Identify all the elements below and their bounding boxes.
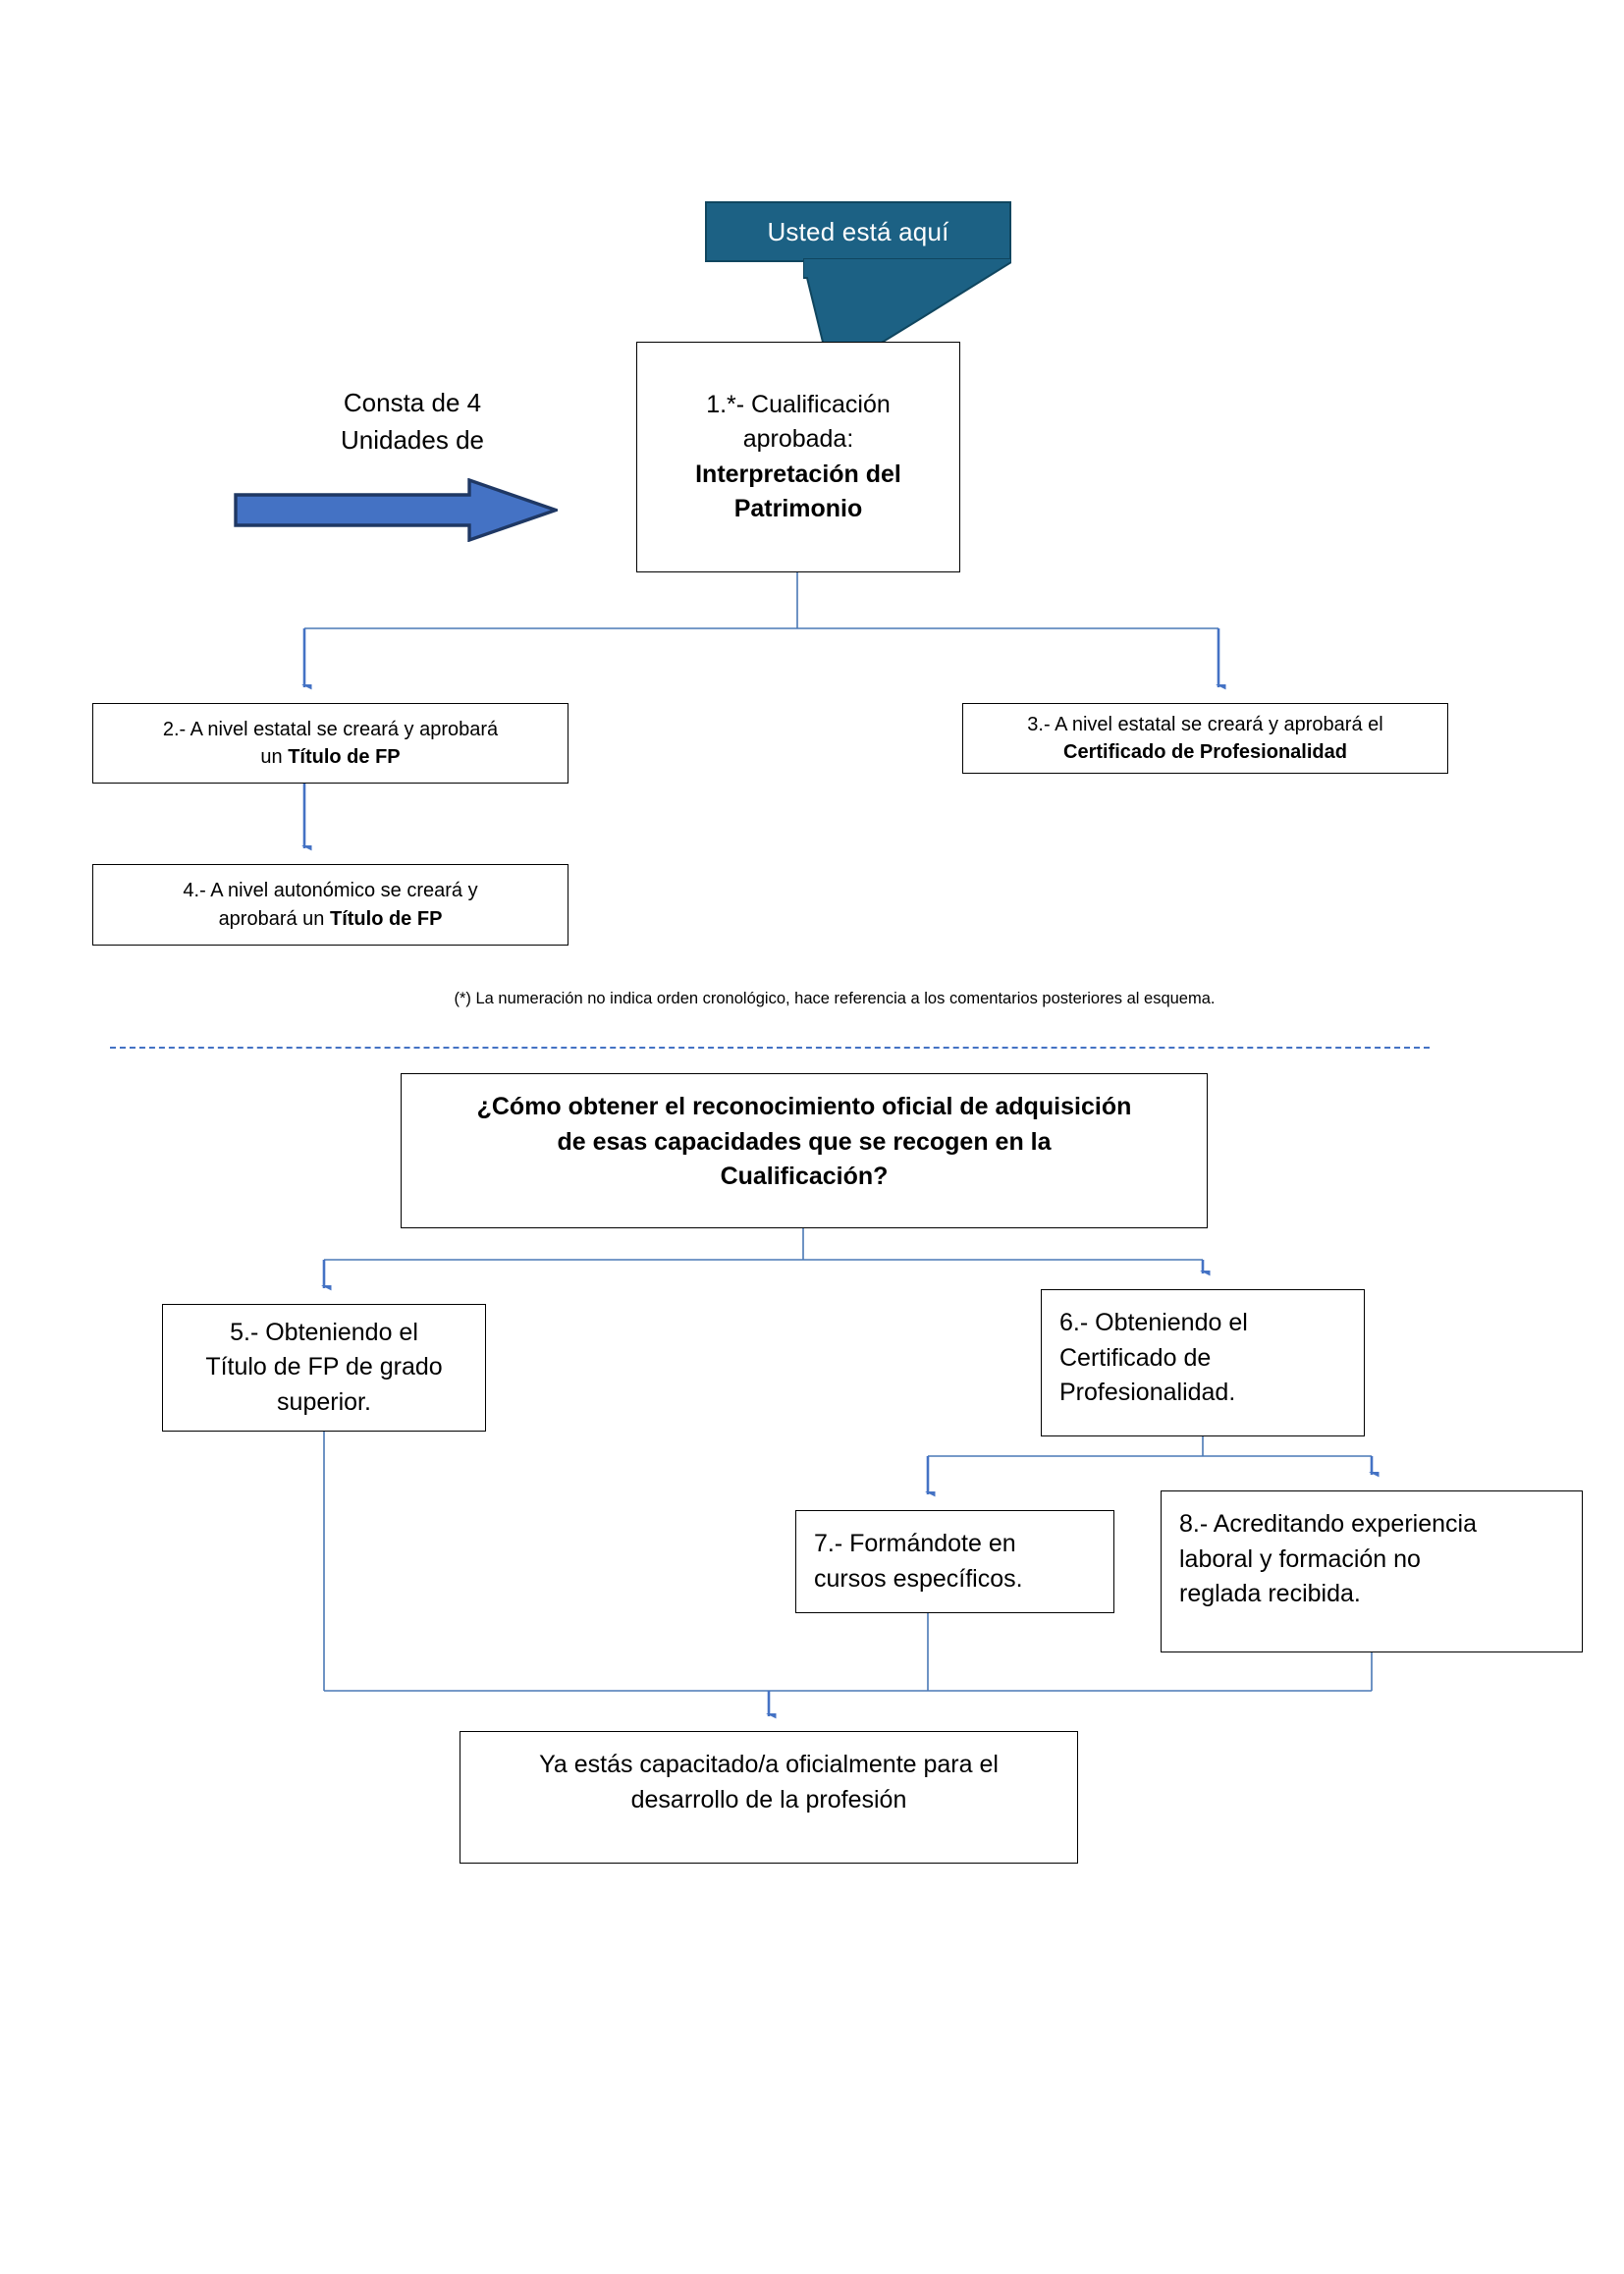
question-line2: de esas capacidades que se recogen en la <box>557 1127 1052 1156</box>
box7-line2: cursos específicos. <box>814 1564 1023 1593</box>
box2-line1: 2.- A nivel estatal se creará y aprobará <box>162 718 499 740</box>
callout-body: Usted está aquí <box>705 201 1011 262</box>
node-box5-titulo-fp-superior[interactable]: 5.- Obteniendo el Título de FP de grado … <box>162 1304 486 1432</box>
node-final-capacitado[interactable]: Ya estás capacitado/a oficialmente para … <box>460 1731 1078 1864</box>
box1-line1: 1.*- Cualificación <box>706 390 891 418</box>
question-line3: Cualificación? <box>720 1163 889 1190</box>
box2-line2-bold: Título de FP <box>288 746 401 768</box>
box4-line2-plain: aprobará un <box>218 907 330 930</box>
question-line1: ¿Cómo obtener el reconocimiento oficial … <box>476 1093 1132 1120</box>
box3-line2-bold: Certificado de Profesionalidad <box>1063 741 1347 763</box>
box2-line2-plain: un <box>260 746 289 768</box>
box4-line2: aprobará un Título de FP <box>103 905 558 933</box>
box6-line3: Profesionalidad. <box>1059 1379 1236 1406</box>
node-box8-experiencia[interactable]: 8.- Acreditando experiencia laboral y fo… <box>1161 1490 1583 1652</box>
section-divider <box>110 1047 1430 1049</box>
box1-line2: aprobada: <box>742 425 854 453</box>
node-question[interactable]: ¿Cómo obtener el reconocimiento oficial … <box>401 1073 1208 1228</box>
box6-line1: 6.- Obteniendo el <box>1059 1309 1248 1336</box>
footnote-text: (*) La numeración no indica orden cronol… <box>454 990 1216 1007</box>
box1-bold2: Patrimonio <box>733 495 863 522</box>
consta-note-line1: Consta de 4 <box>343 388 482 417</box>
box8-line1: 8.- Acreditando experiencia <box>1179 1510 1477 1538</box>
box1-bold1: Interpretación del <box>695 460 901 488</box>
box8-line3: reglada recibida. <box>1179 1580 1361 1607</box>
box2-line2: un Título de FP <box>103 743 558 771</box>
consta-note: Consta de 4 Unidades de <box>285 385 540 459</box>
box3-line1: 3.- A nivel estatal se creará y aprobará… <box>1027 713 1383 735</box>
node-box2-titulo-estatal[interactable]: 2.- A nivel estatal se creará y aprobará… <box>92 703 568 784</box>
node-box3-certificado-estatal[interactable]: 3.- A nivel estatal se creará y aprobará… <box>962 703 1448 774</box>
you-are-here-callout: Usted está aquí <box>705 201 1011 374</box>
right-arrow-icon <box>234 478 558 542</box>
box5-line2: Título de FP de grado <box>205 1353 443 1381</box>
final-line2: desarrollo de la profesión <box>630 1785 907 1814</box>
box6-line2: Certificado de <box>1059 1343 1212 1372</box>
node-box7-cursos[interactable]: 7.- Formándote en cursos específicos. <box>795 1510 1114 1613</box>
box8-line2: laboral y formación no <box>1179 1544 1421 1573</box>
node-box1-cualificacion[interactable]: 1.*- Cualificación aprobada: Interpretac… <box>636 342 960 572</box>
box4-line1: 4.- A nivel autonómico se creará y <box>183 880 478 902</box>
box7-line1: 7.- Formándote en <box>814 1530 1016 1557</box>
consta-note-line2: Unidades de <box>341 424 484 455</box>
callout-label: Usted está aquí <box>767 216 949 246</box>
node-box6-certificado[interactable]: 6.- Obteniendo el Certificado de Profesi… <box>1041 1289 1365 1436</box>
box5-line3: superior. <box>277 1387 371 1416</box>
node-box4-titulo-autonomico[interactable]: 4.- A nivel autonómico se creará y aprob… <box>92 864 568 946</box>
box5-line1: 5.- Obteniendo el <box>230 1318 418 1346</box>
box4-line2-bold: Título de FP <box>329 907 443 930</box>
final-line1: Ya estás capacitado/a oficialmente para … <box>539 1751 999 1778</box>
